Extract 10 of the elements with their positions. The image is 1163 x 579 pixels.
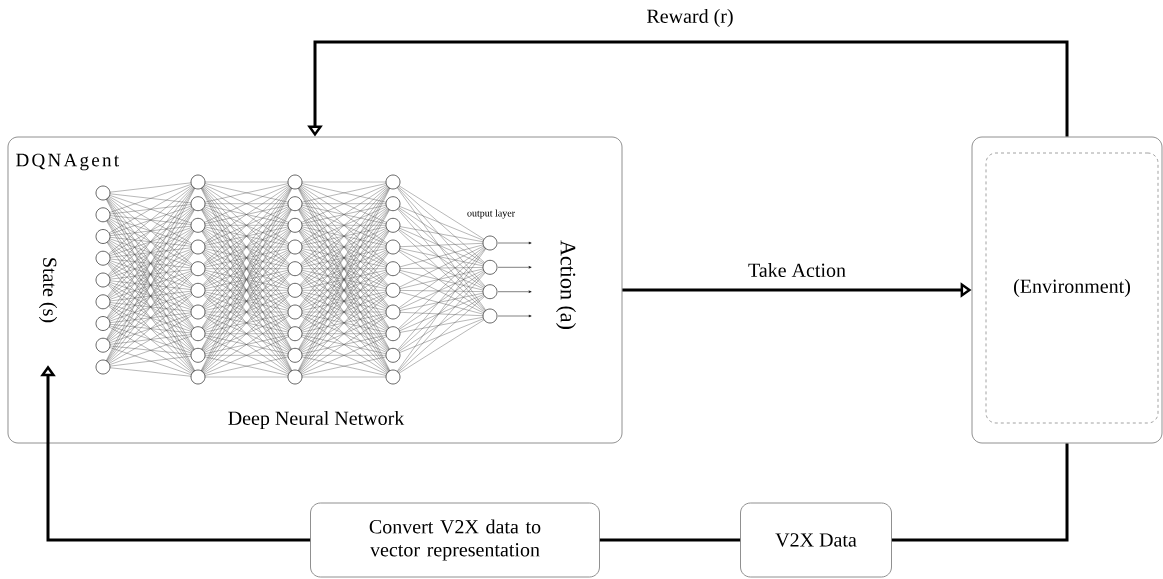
network-label: Deep Neural Network <box>228 410 405 430</box>
edge-label: Reward (r) <box>644 6 736 30</box>
edge-label: Take Action <box>746 260 848 280</box>
state-label: State (s) <box>38 258 58 323</box>
process-box: Convert V2X data to vector representation <box>310 502 600 578</box>
layer-label: output layer <box>467 209 515 219</box>
action-label: Action (a) <box>556 240 576 329</box>
process-box: V2X Data <box>740 502 892 578</box>
environment-inner-box: (Environment) <box>985 152 1159 424</box>
environment-box <box>971 136 1163 444</box>
